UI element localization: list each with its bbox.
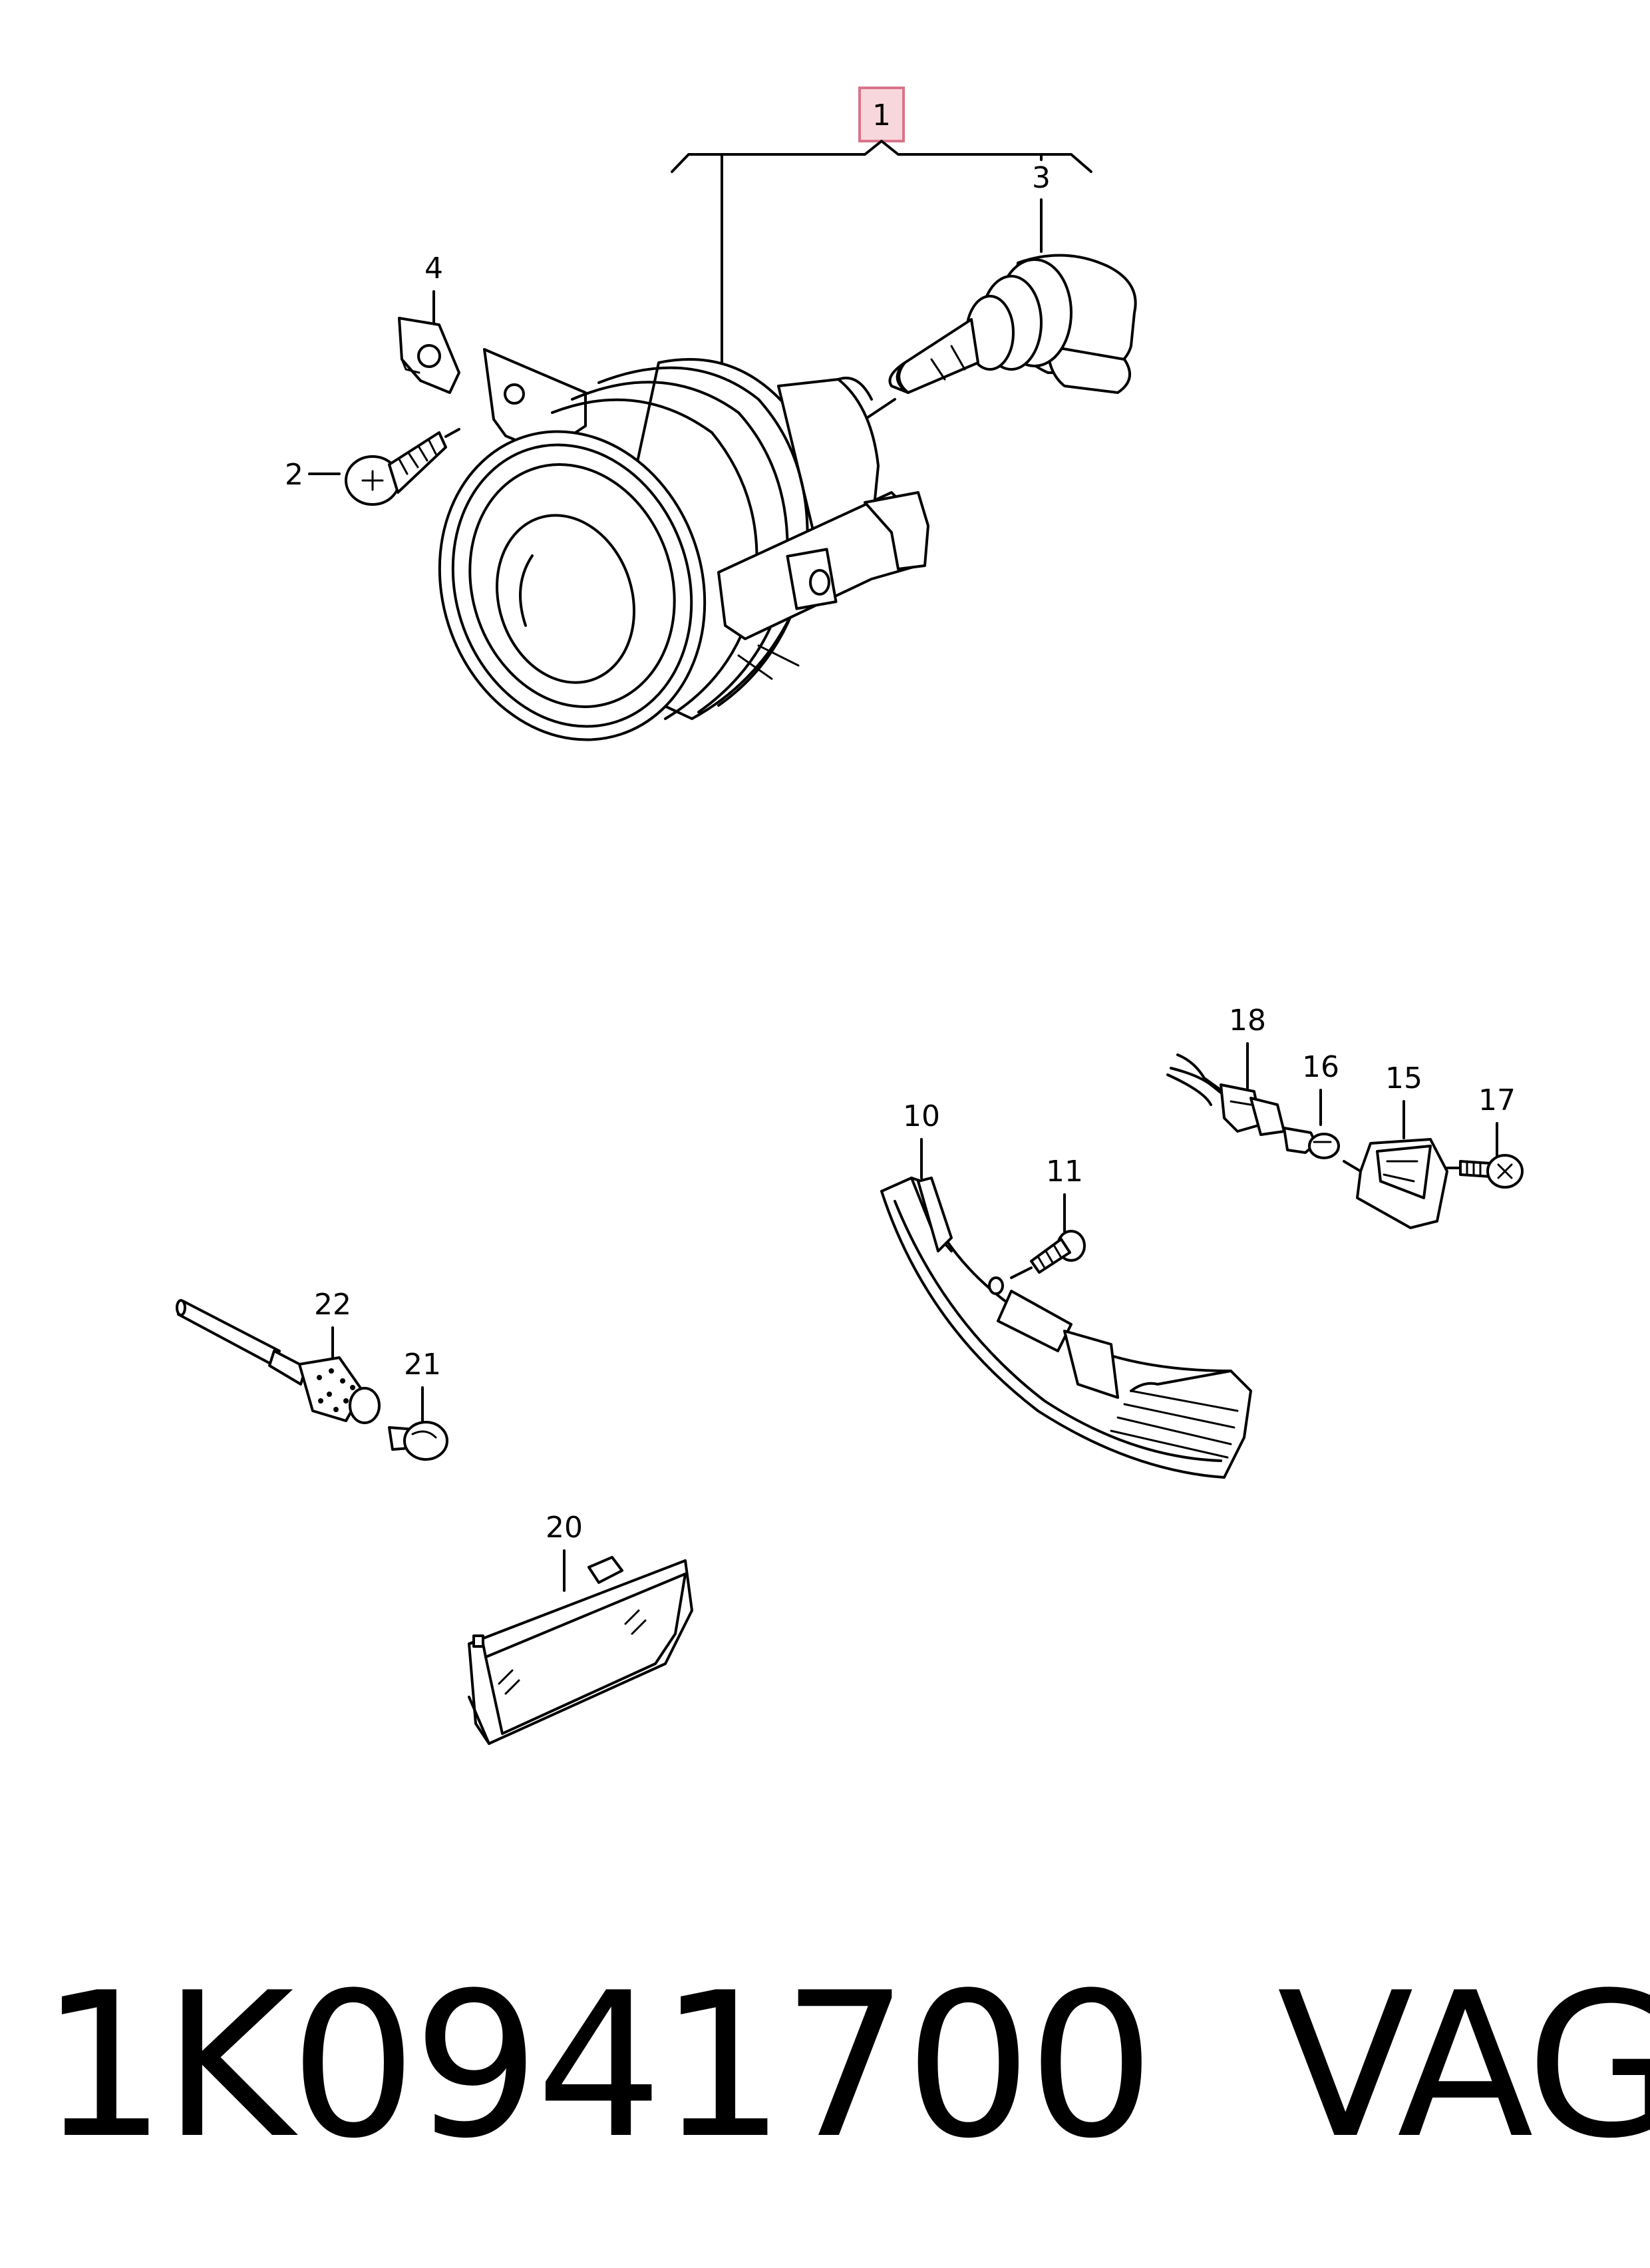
wedge-bulb-21 <box>388 1421 448 1461</box>
callout-11-label[interactable]: 11 <box>1046 1155 1083 1189</box>
callout-3-label[interactable]: 3 <box>1032 161 1051 195</box>
wedge-bulb-16 <box>1283 1127 1340 1159</box>
brand-label: VAG <box>1277 1950 1650 2182</box>
callout-4-label[interactable]: 4 <box>424 252 443 285</box>
callout-17-label[interactable]: 17 <box>1478 1083 1516 1117</box>
callout-16-label[interactable]: 16 <box>1302 1050 1339 1084</box>
mirror-turn-signal-lens <box>880 1177 1252 1479</box>
part-number: 1K0941700 <box>40 1950 1155 2182</box>
callout-10-label[interactable]: 10 <box>903 1099 940 1133</box>
socket-harness-22 <box>176 1299 381 1424</box>
callout-22-label[interactable]: 22 <box>314 1288 351 1322</box>
bulb-socket-harness <box>1166 1053 1285 1136</box>
screw-17 <box>1446 1154 1524 1189</box>
fog-bulb-h11 <box>864 254 1137 421</box>
fog-lamp-housing <box>438 348 929 741</box>
callout-15-label[interactable]: 15 <box>1385 1061 1422 1095</box>
screw-11 <box>1010 1230 1086 1279</box>
callout-2-label[interactable]: 2 <box>285 458 303 492</box>
callout-18-label[interactable]: 18 <box>1229 1004 1266 1038</box>
bracket-1 <box>671 140 1092 173</box>
clip-nut <box>398 317 460 394</box>
license-plate-lamp <box>468 1556 693 1745</box>
side-marker-housing <box>1343 1138 1448 1229</box>
callout-21-label[interactable]: 21 <box>404 1348 441 1382</box>
callout-1[interactable]: 1 <box>858 87 905 142</box>
tapping-screw <box>345 428 460 506</box>
callout-1-label: 1 <box>872 98 891 132</box>
callout-20-label[interactable]: 20 <box>546 1511 583 1545</box>
